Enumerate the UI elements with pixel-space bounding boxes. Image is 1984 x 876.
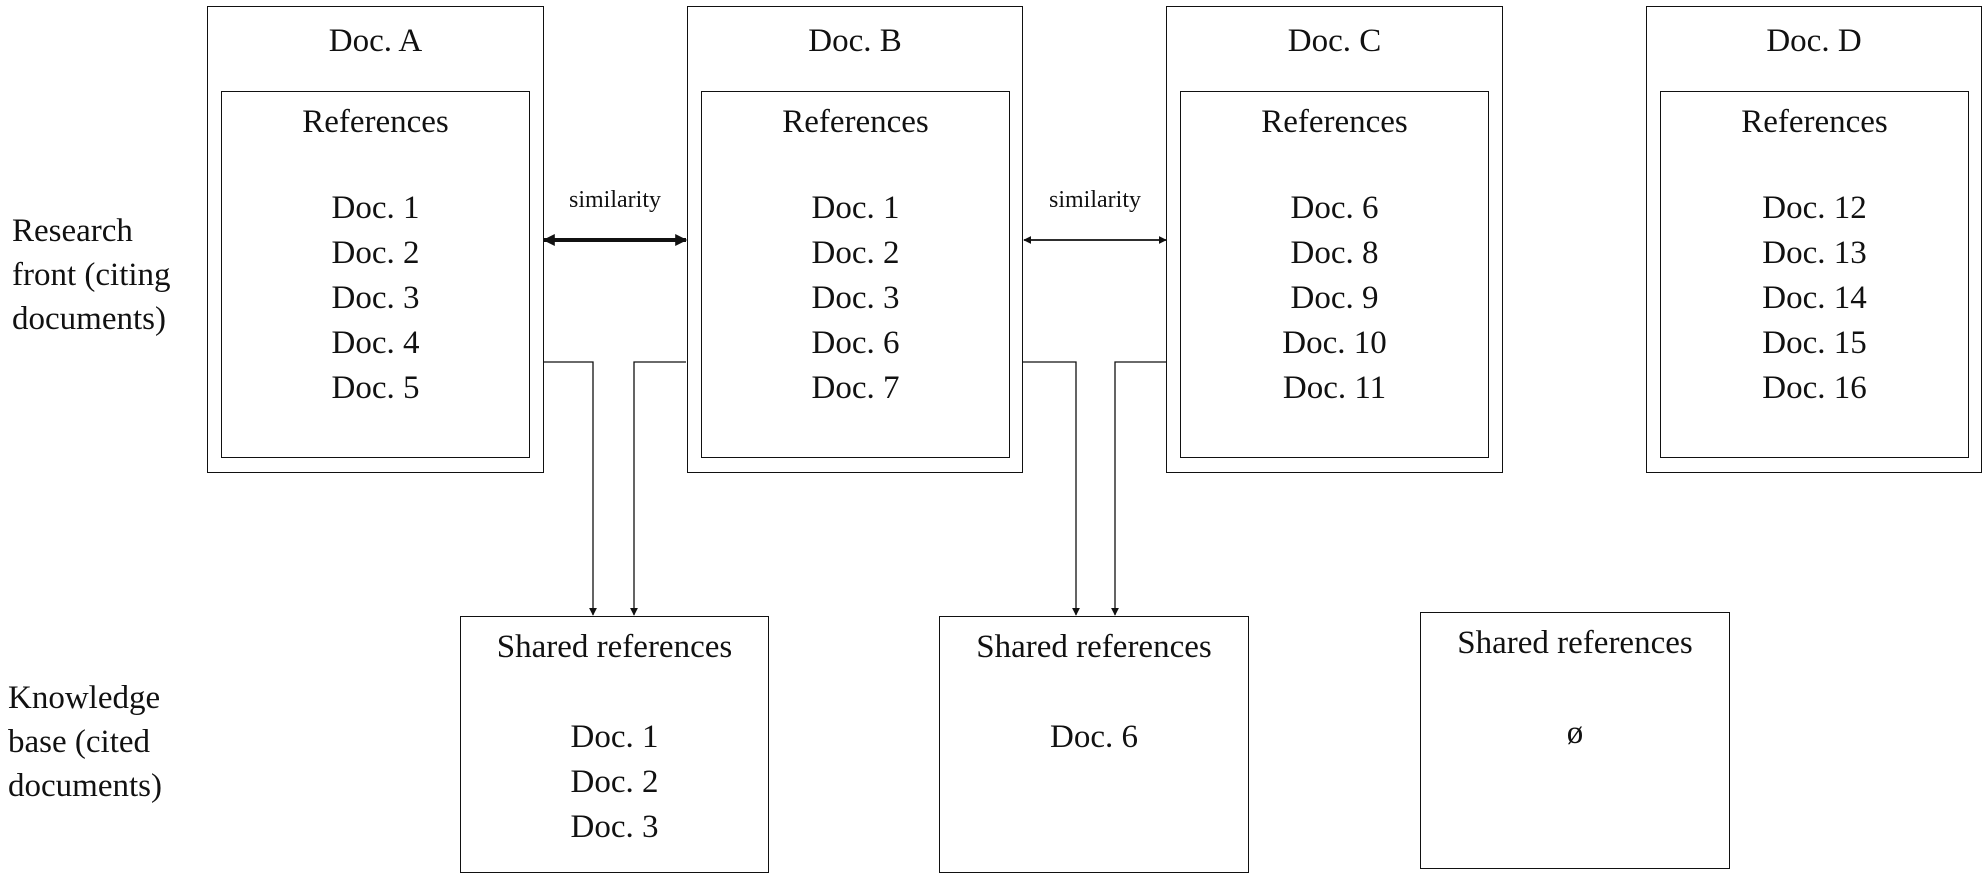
reference-item: Doc. 16 bbox=[1762, 370, 1867, 406]
similarity-label-b-c: similarity bbox=[1049, 187, 1141, 213]
research-front-label: Research front (citing documents) bbox=[12, 209, 171, 341]
similarity-label-a-b: similarity bbox=[569, 187, 661, 213]
citing-document-b: Doc. B References Doc. 1 Doc. 2 Doc. 3 D… bbox=[687, 6, 1023, 473]
references-box: References Doc. 1 Doc. 2 Doc. 3 Doc. 6 D… bbox=[701, 91, 1010, 458]
shared-references-title: Shared references bbox=[496, 629, 733, 665]
shared-reference-list: Doc. 1 Doc. 2 Doc. 3 bbox=[461, 715, 768, 850]
reference-item: Doc. 12 bbox=[1762, 190, 1867, 226]
research-front-label-line: Research bbox=[12, 213, 133, 249]
reference-item: Doc. 1 bbox=[331, 190, 420, 226]
shared-reference-item: Doc. 6 bbox=[1050, 719, 1138, 755]
shared-reference-item: Doc. 1 bbox=[570, 719, 659, 755]
references-title: References bbox=[1261, 104, 1408, 140]
reference-item: Doc. 15 bbox=[1762, 325, 1867, 361]
connector-doc-b-to-shared-1 bbox=[630, 361, 686, 616]
citing-document-d: Doc. D References Doc. 12 Doc. 13 Doc. 1… bbox=[1646, 6, 1982, 473]
document-title: Doc. C bbox=[1287, 23, 1382, 59]
reference-list: Doc. 12 Doc. 13 Doc. 14 Doc. 15 Doc. 16 bbox=[1661, 186, 1968, 411]
shared-reference-list: ø bbox=[1421, 711, 1729, 756]
knowledge-base-label-line: base (cited bbox=[8, 724, 151, 760]
knowledge-base-label: Knowledge base (cited documents) bbox=[8, 676, 162, 808]
knowledge-base-label-line: Knowledge bbox=[8, 680, 161, 716]
references-box: References Doc. 12 Doc. 13 Doc. 14 Doc. … bbox=[1660, 91, 1969, 458]
reference-item: Doc. 2 bbox=[331, 235, 420, 271]
research-front-label-line: documents) bbox=[12, 301, 166, 337]
reference-item: Doc. 1 bbox=[811, 190, 900, 226]
references-title: References bbox=[302, 104, 449, 140]
reference-item: Doc. 9 bbox=[1290, 280, 1379, 316]
empty-set-symbol: ø bbox=[1566, 715, 1584, 751]
shared-references-b-c: Shared references Doc. 6 bbox=[939, 616, 1249, 873]
reference-item: Doc. 14 bbox=[1762, 280, 1867, 316]
document-title: Doc. A bbox=[328, 23, 423, 59]
reference-item: Doc. 8 bbox=[1290, 235, 1379, 271]
shared-references-title: Shared references bbox=[976, 629, 1212, 665]
reference-item: Doc. 6 bbox=[1290, 190, 1379, 226]
research-front-label-line: front (citing bbox=[12, 257, 171, 293]
reference-item: Doc. 2 bbox=[811, 235, 900, 271]
shared-references-title: Shared references bbox=[1457, 625, 1693, 661]
knowledge-base-label-line: documents) bbox=[8, 768, 162, 804]
references-title: References bbox=[782, 104, 929, 140]
reference-list: Doc. 1 Doc. 2 Doc. 3 Doc. 4 Doc. 5 bbox=[222, 186, 529, 411]
citing-document-c: Doc. C References Doc. 6 Doc. 8 Doc. 9 D… bbox=[1166, 6, 1503, 473]
reference-item: Doc. 13 bbox=[1762, 235, 1867, 271]
reference-item: Doc. 10 bbox=[1282, 325, 1387, 361]
shared-reference-item: Doc. 3 bbox=[570, 809, 659, 845]
document-title: Doc. D bbox=[1766, 23, 1862, 59]
document-title: Doc. B bbox=[808, 23, 902, 59]
connector-doc-b-to-shared-2 bbox=[1022, 361, 1080, 616]
reference-item: Doc. 6 bbox=[811, 325, 900, 361]
reference-item: Doc. 11 bbox=[1282, 370, 1387, 406]
reference-item: Doc. 4 bbox=[331, 325, 420, 361]
references-box: References Doc. 6 Doc. 8 Doc. 9 Doc. 10 … bbox=[1180, 91, 1489, 458]
connector-doc-c-to-shared-2 bbox=[1111, 361, 1166, 616]
shared-references-a-b: Shared references Doc. 1 Doc. 2 Doc. 3 bbox=[460, 616, 769, 873]
shared-reference-list: Doc. 6 bbox=[940, 715, 1248, 760]
reference-list: Doc. 6 Doc. 8 Doc. 9 Doc. 10 Doc. 11 bbox=[1181, 186, 1488, 411]
shared-references-none: Shared references ø bbox=[1420, 612, 1730, 869]
shared-reference-item: Doc. 2 bbox=[570, 764, 659, 800]
reference-item: Doc. 7 bbox=[811, 370, 900, 406]
references-title: References bbox=[1741, 104, 1888, 140]
reference-item: Doc. 3 bbox=[331, 280, 420, 316]
reference-item: Doc. 3 bbox=[811, 280, 900, 316]
reference-item: Doc. 5 bbox=[331, 370, 420, 406]
references-box: References Doc. 1 Doc. 2 Doc. 3 Doc. 4 D… bbox=[221, 91, 530, 458]
connector-doc-a-to-shared-1 bbox=[542, 361, 597, 616]
reference-list: Doc. 1 Doc. 2 Doc. 3 Doc. 6 Doc. 7 bbox=[702, 186, 1009, 411]
citing-document-a: Doc. A References Doc. 1 Doc. 2 Doc. 3 D… bbox=[207, 6, 544, 473]
